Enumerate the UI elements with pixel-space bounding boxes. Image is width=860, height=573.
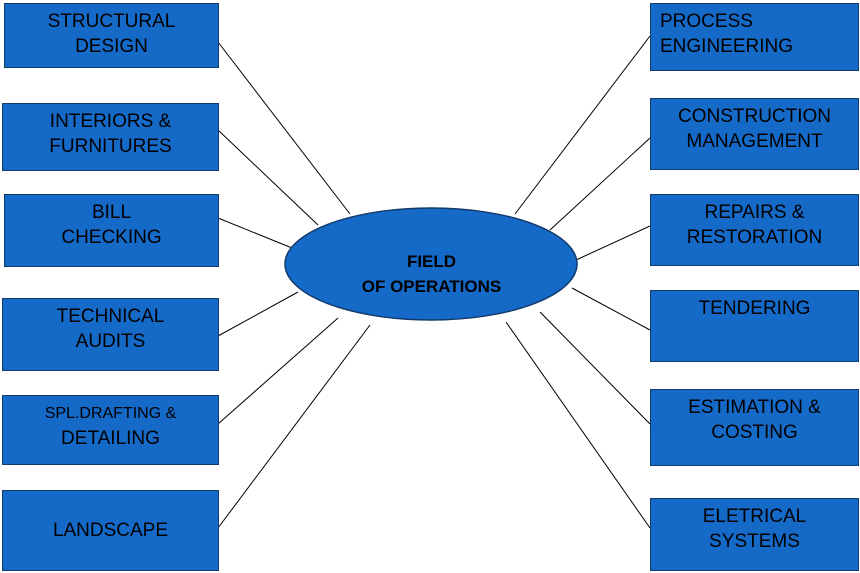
node-label-line2: CHECKING [61, 227, 162, 248]
node-label-line1: LANDSCAPE [52, 520, 169, 541]
node-label-line2: FURNITURES [49, 136, 172, 157]
connector-bill-checking [217, 217, 293, 249]
connector-process-engineering [514, 35, 651, 215]
node-construction-management: CONSTRUCTION MANAGEMENT [650, 98, 859, 170]
node-label-line2: DESIGN [75, 36, 148, 57]
node-label-line1: BILL [91, 202, 132, 223]
hub-title: FIELD OF OPERATIONS [285, 218, 578, 330]
node-label-line2: AUDITS [75, 331, 146, 352]
node-bill-checking: BILL CHECKING [4, 194, 219, 267]
node-label-line1: TECHNICAL [56, 306, 165, 327]
node-landscape: LANDSCAPE [2, 490, 219, 571]
node-label-line1: CONSTRUCTION [677, 106, 832, 127]
connector-interiors-furnitures [217, 129, 319, 226]
node-label-line2: ENGINEERING [660, 36, 794, 57]
node-process-engineering: PROCESS ENGINEERING [650, 3, 859, 71]
node-label-line2: RESTORATION [686, 227, 823, 248]
node-label-line1: STRUCTURAL [47, 11, 176, 32]
node-spl-drafting-detailing: SPL.DRAFTING & DETAILING [2, 395, 219, 465]
hub-title-line1: FIELD [406, 252, 457, 271]
connector-electrical-systems [505, 321, 651, 529]
node-label-line2: COSTING [711, 422, 798, 443]
node-technical-audits: TECHNICAL AUDITS [2, 298, 219, 371]
node-repairs-restoration: REPAIRS & RESTORATION [650, 194, 859, 266]
node-label-line1: PROCESS [660, 11, 753, 32]
node-estimation-costing: ESTIMATION & COSTING [650, 389, 859, 466]
connector-lines [217, 35, 651, 529]
connector-repairs-restoration [575, 225, 651, 261]
node-tendering: TENDERING [650, 290, 859, 362]
connector-landscape [217, 324, 371, 529]
connector-technical-audits [217, 291, 299, 337]
connector-structural-design [217, 41, 351, 215]
connector-spl-drafting [217, 317, 339, 425]
node-label-line2: DETAILING [61, 428, 160, 449]
node-electrical-systems: ELETRICAL SYSTEMS [650, 498, 859, 571]
node-label-line2: MANAGEMENT [686, 131, 823, 152]
node-label-line1: TENDERING [698, 298, 811, 319]
connector-estimation-costing [539, 311, 651, 425]
hub-title-line2: OF OPERATIONS [361, 277, 502, 296]
node-label-line1: REPAIRS & [704, 202, 805, 223]
node-label-line1: INTERIORS & [49, 111, 172, 132]
node-label-line1: SPL.DRAFTING & [44, 405, 177, 422]
node-interiors-furnitures: INTERIORS & FURNITURES [2, 103, 219, 171]
node-label-line2: SYSTEMS [709, 531, 800, 552]
node-structural-design: STRUCTURAL DESIGN [4, 3, 219, 68]
hub-ellipse [284, 207, 578, 321]
node-label-line1: ESTIMATION & [688, 397, 821, 418]
connector-construction-management [549, 137, 651, 231]
node-label-line1: ELETRICAL [702, 506, 807, 527]
connector-tendering [571, 287, 651, 331]
